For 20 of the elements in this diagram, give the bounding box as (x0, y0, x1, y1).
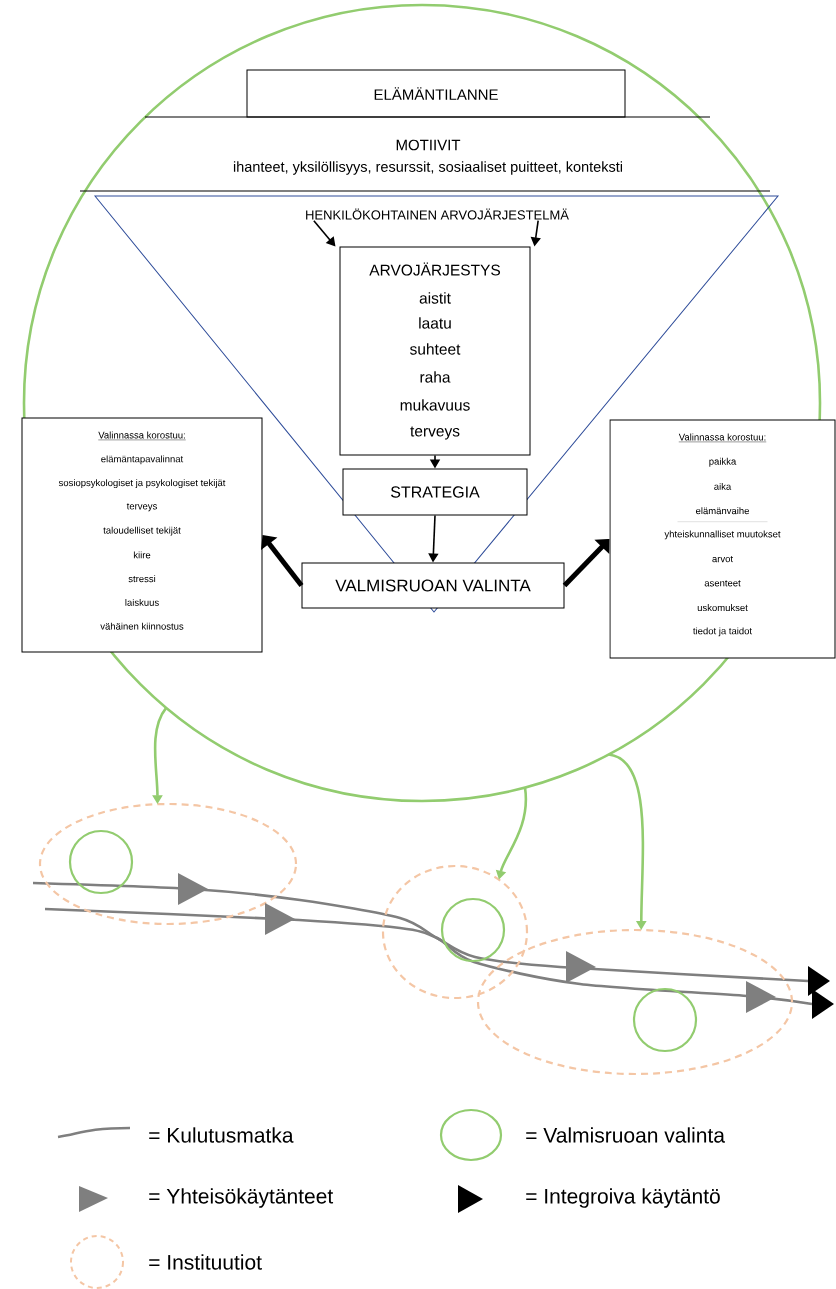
legend-text: = Yhteisökäytänteet (149, 1188, 334, 1208)
arrow (313, 219, 336, 247)
choice-circle (68, 829, 134, 895)
strategy-box: STRATEGIA (342, 468, 528, 516)
legend-text: = Valmisruoan valinta (526, 1127, 725, 1143)
choice-circle (632, 987, 698, 1053)
right-factor-box: Valinnassa korostuu: paikka aika elämänvaihe yhteiskunnalliset muutokset arvot asenteet uskomukset tiedot ja taidot (609, 419, 836, 659)
motive-band: MOTIIVIT ihanteet, yksilöllisyys, resurssit, sosiaaliset puitteet, konteksti (79, 116, 771, 192)
arrow (562, 539, 610, 588)
legend-text: = Kulutusmatka (149, 1127, 294, 1143)
value-order-box: ARVOJÄRJESTYS aistit laatu suhteet raha mukavuus terveys (339, 246, 531, 456)
choice-circle (440, 897, 506, 963)
choice-box: VALMISRUOAN VALINTA (301, 562, 565, 609)
legend-text: = Instituutiot (149, 1254, 262, 1270)
dashed-ellipse (476, 928, 794, 1076)
dashed-ellipse (38, 802, 298, 926)
dashed-circle (381, 864, 529, 1000)
legend-text: = Integroiva käytäntö (526, 1188, 720, 1208)
situation-box: ELÄMÄNTILANNE (246, 69, 626, 118)
arrow (261, 535, 304, 588)
